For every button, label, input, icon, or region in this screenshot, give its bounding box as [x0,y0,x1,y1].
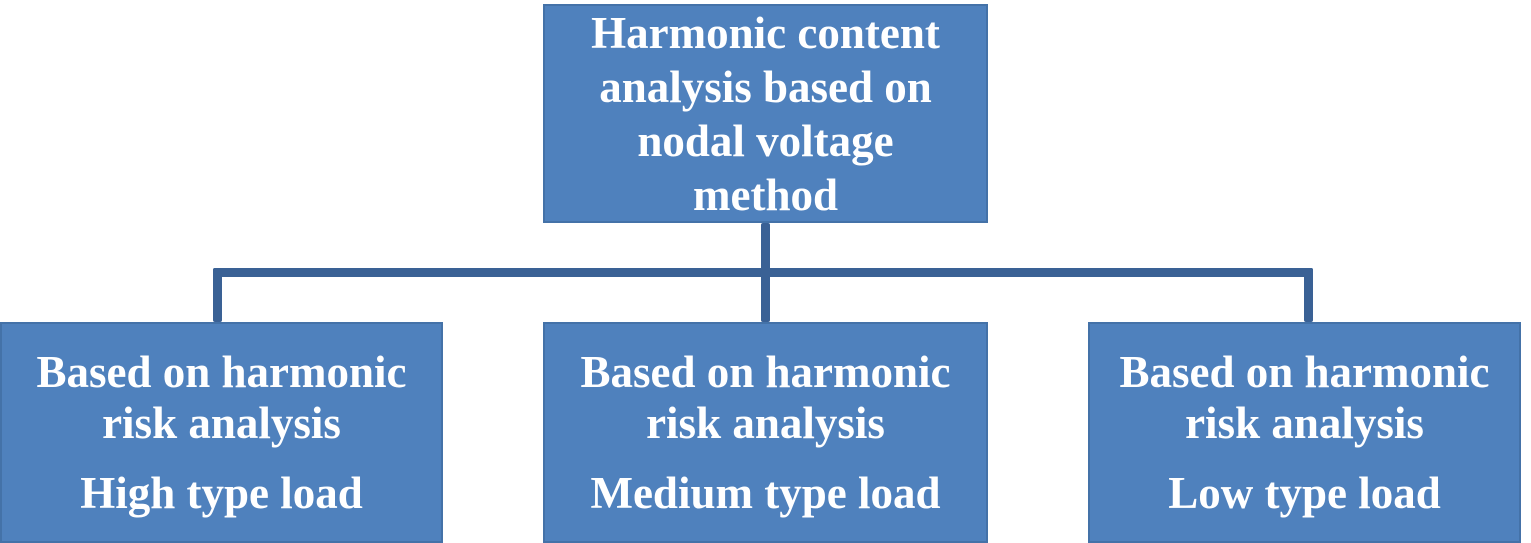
root-box: Harmonic content analysis based on nodal… [543,4,988,223]
connector-horizontal-rail [213,268,1313,277]
label-line: Based on harmonic [1119,346,1490,397]
label-line: Based on harmonic [580,346,951,397]
load-type-label: High type load [80,467,363,518]
category-label: Based on harmonic risk analysis [36,347,406,449]
label-line: Harmonic content [591,7,940,58]
category-label: Based on harmonic risk analysis [1119,347,1489,449]
load-type-label: Medium type load [590,467,941,518]
connector-left-vertical [213,268,222,322]
connector-right-vertical [1304,268,1313,322]
label-line: Based on harmonic [36,346,407,397]
child-box-high-load: Based on harmonic risk analysis High typ… [0,322,443,543]
child-box-low-load: Based on harmonic risk analysis Low type… [1088,322,1521,543]
root-box-label: Harmonic content analysis based on nodal… [591,6,940,222]
label-line: risk analysis [646,397,885,448]
label-line: nodal voltage [637,115,894,166]
label-line: risk analysis [102,397,341,448]
category-label: Based on harmonic risk analysis [580,347,950,449]
label-line: analysis based on [599,61,932,112]
load-type-label: Low type load [1168,467,1441,518]
label-line: method [693,169,838,220]
label-line: risk analysis [1185,397,1424,448]
child-box-medium-load: Based on harmonic risk analysis Medium t… [543,322,988,543]
